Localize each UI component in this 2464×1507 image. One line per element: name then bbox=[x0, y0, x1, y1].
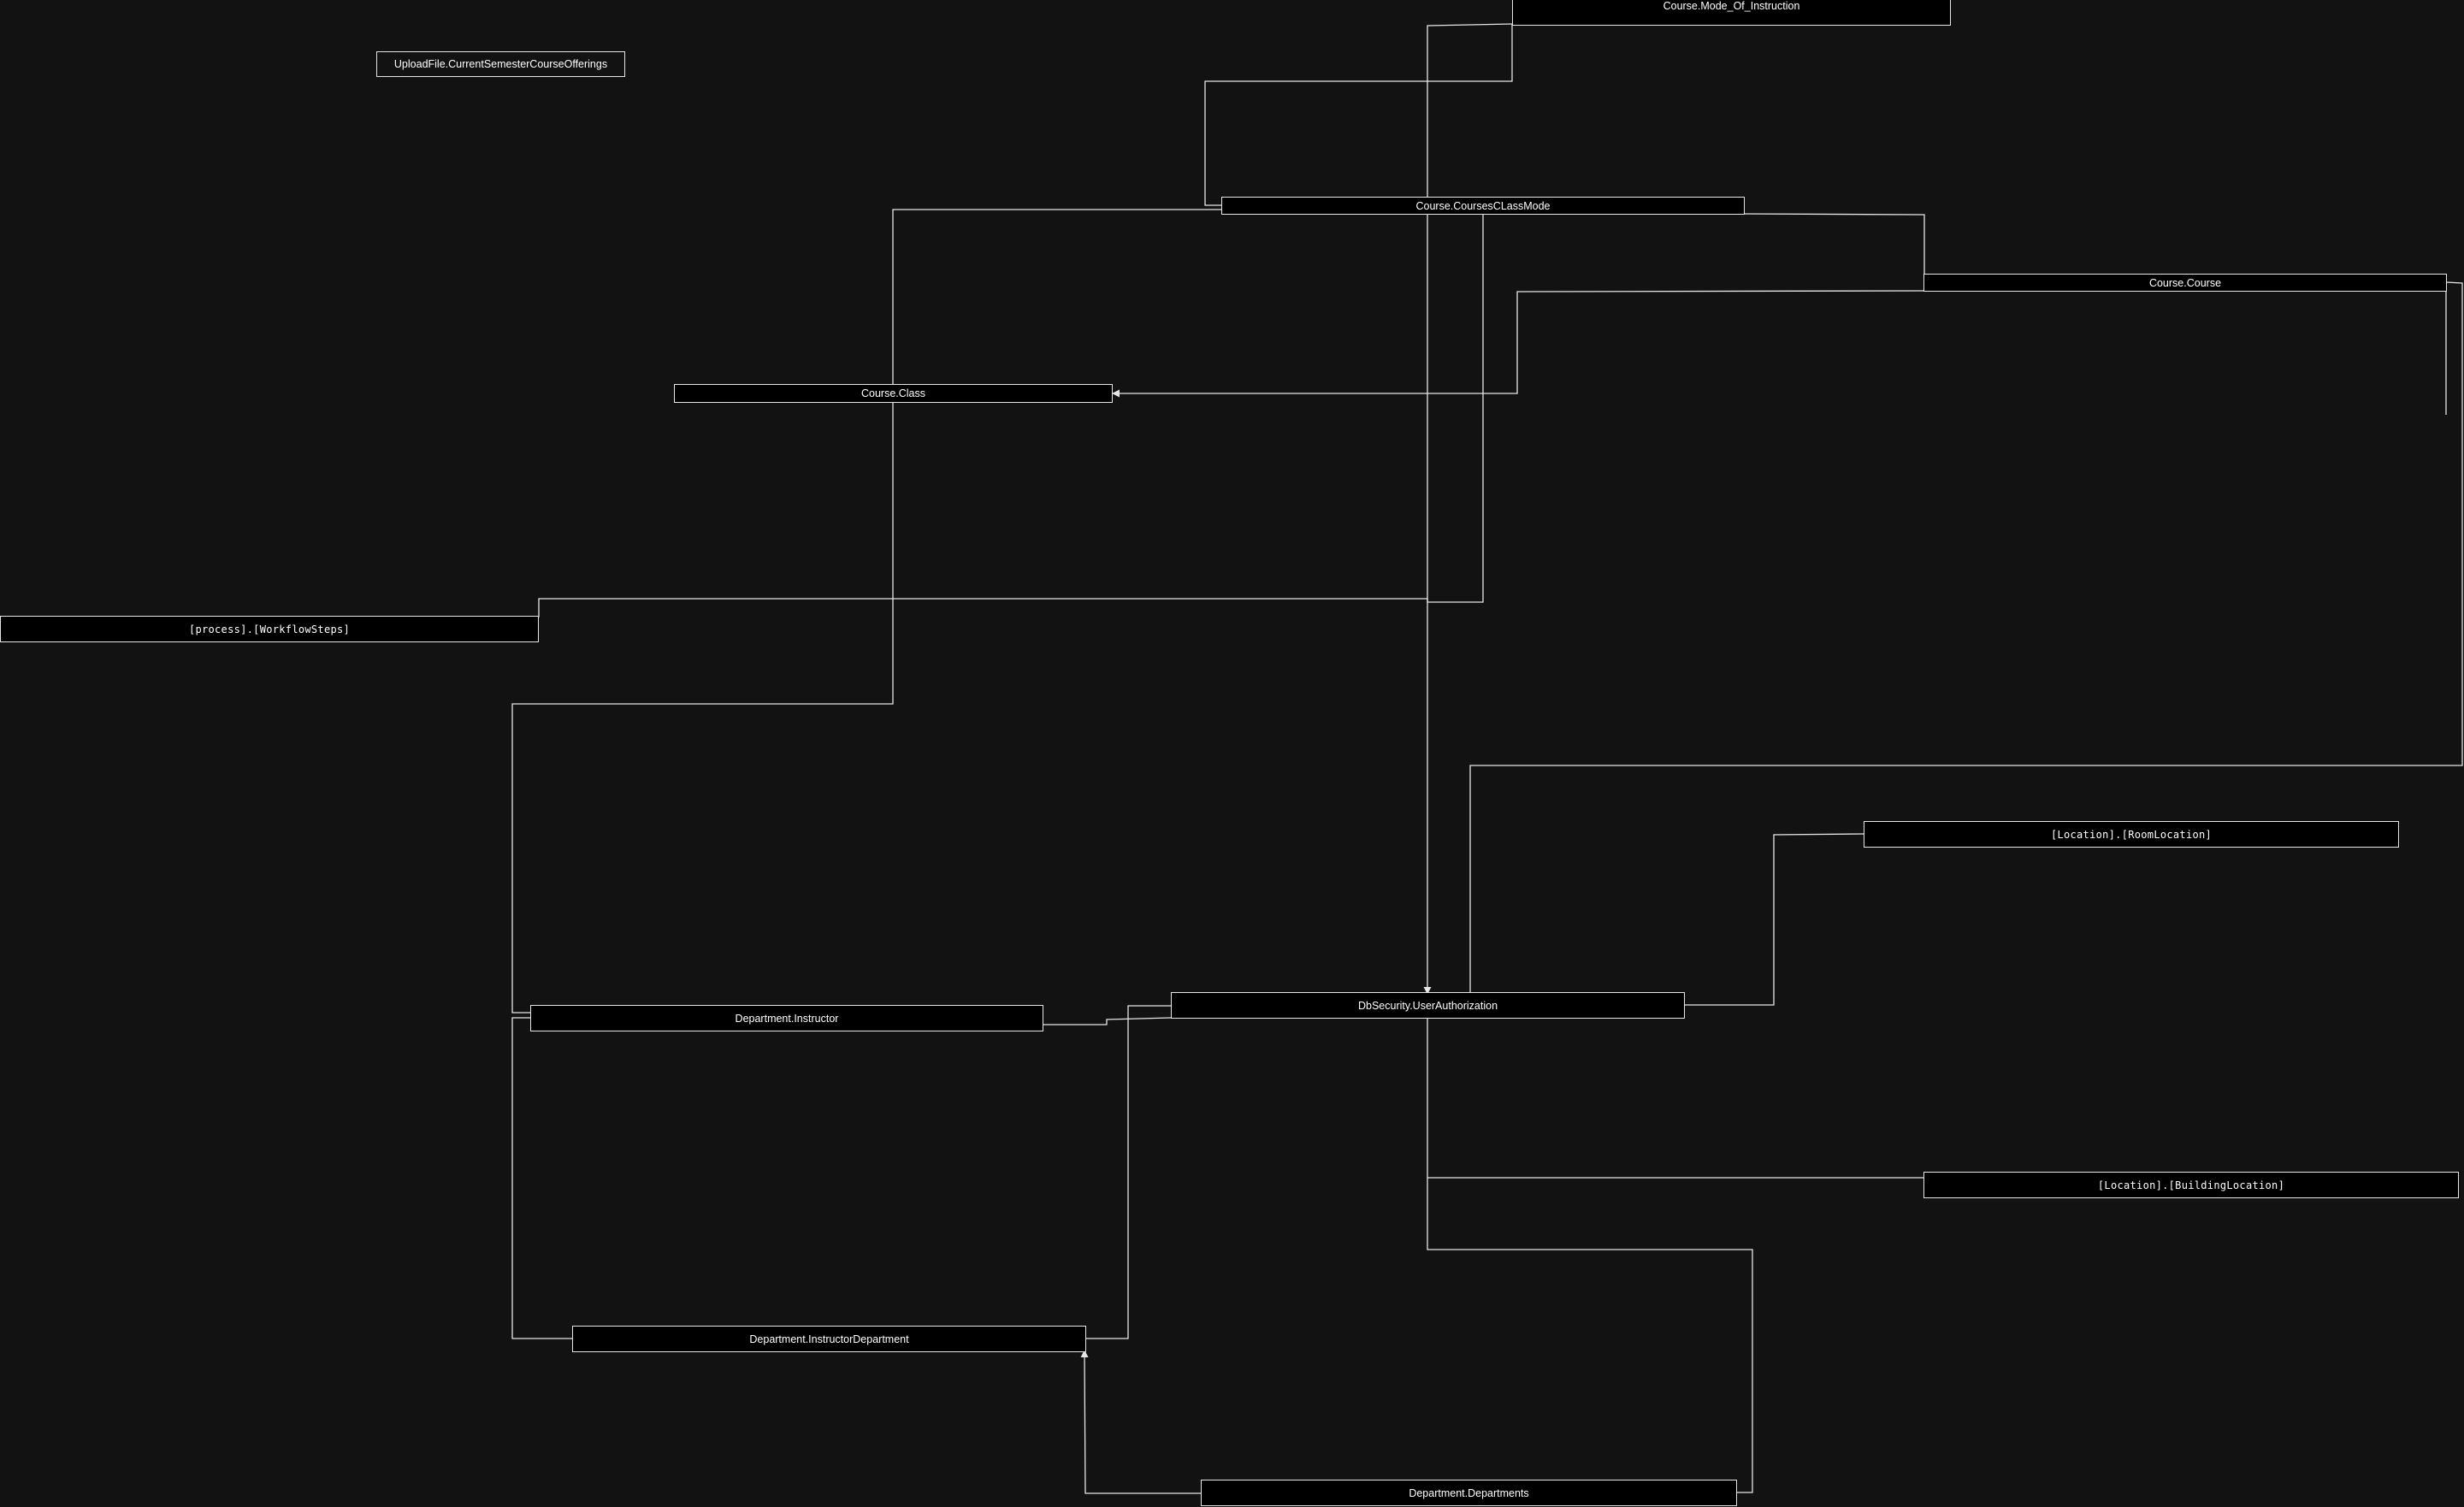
node-building-location[interactable]: [Location].[BuildingLocation] bbox=[1923, 1172, 2459, 1198]
connector-courses-class-mode-to-course bbox=[1743, 213, 1925, 291]
connector-courses-class-mode-to-instructor bbox=[511, 209, 1221, 1014]
node-course[interactable]: Course.Course bbox=[1923, 274, 2447, 292]
connector-courses-class-mode-to-workflow-steps bbox=[537, 214, 1484, 618]
connector-user-authorization-to-departments bbox=[1427, 1178, 1753, 1493]
node-user-authorization[interactable]: DbSecurity.UserAuthorization bbox=[1171, 992, 1685, 1019]
node-workflow-steps[interactable]: [process].[WorkflowSteps] bbox=[0, 616, 539, 642]
node-mode-of-instruction[interactable]: Course.Mode_Of_Instruction bbox=[1512, 0, 1951, 26]
connector-course-to-class bbox=[1112, 290, 1925, 398]
connector-instructor-to-instructor-department bbox=[511, 1017, 572, 1339]
connector-user-authorization-to-building-location bbox=[1427, 1019, 1923, 1179]
node-course-class[interactable]: Course.Class bbox=[674, 384, 1113, 403]
connector-instructor-to-user-authorization bbox=[1043, 1017, 1172, 1025]
connector-departments-to-instructor-department bbox=[1080, 1350, 1201, 1494]
connector-user-authorization-to-instructor-department bbox=[1085, 1005, 1171, 1339]
connector-mode-of-instruction-to-user-authorization bbox=[1423, 23, 1513, 995]
connector-course-right-side bbox=[1469, 281, 2463, 994]
node-instructor[interactable]: Department.Instructor bbox=[530, 1005, 1043, 1031]
connector-room-location-to-user-authorization bbox=[1684, 833, 1864, 1006]
node-instructor-department[interactable]: Department.InstructorDepartment bbox=[572, 1326, 1086, 1352]
node-room-location[interactable]: [Location].[RoomLocation] bbox=[1864, 821, 2399, 848]
node-departments[interactable]: Department.Departments bbox=[1201, 1480, 1737, 1506]
connector-mode-of-instruction-to-courses-class-mode bbox=[1204, 24, 1513, 206]
node-courses-class-mode[interactable]: Course.CoursesCLassMode bbox=[1221, 197, 1745, 215]
node-current-semester-course-offerings[interactable]: UploadFile.CurrentSemesterCourseOffering… bbox=[376, 51, 625, 77]
